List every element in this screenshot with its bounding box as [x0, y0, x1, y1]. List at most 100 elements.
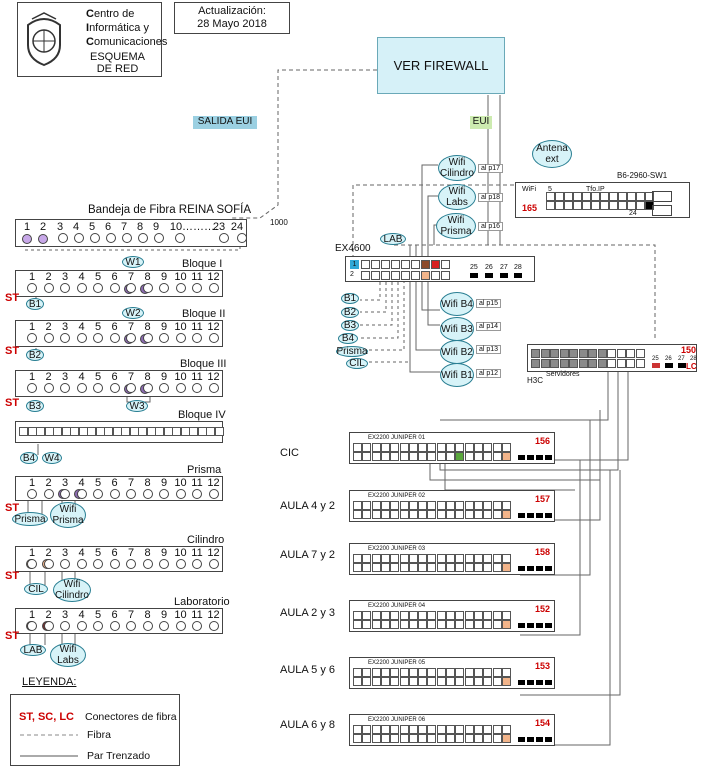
juniper-port [492, 554, 502, 563]
fiber-port [43, 383, 54, 393]
fiber-port [76, 333, 87, 343]
juniper-number: 152 [535, 604, 551, 614]
port-number: 2 [45, 547, 52, 559]
wifi-b3: Wifi B3 [440, 317, 474, 341]
juniper-port [353, 443, 362, 452]
fiber-port [60, 283, 70, 293]
bandeja-port [154, 233, 164, 243]
juniper-port [371, 452, 381, 461]
fiber-port [175, 333, 186, 343]
bandeja-port [106, 233, 116, 243]
legend-title: LEYENDA: [22, 676, 77, 688]
juniper-model: EX2200 JUNIPER 04 [368, 603, 426, 609]
juniper-port [483, 668, 493, 677]
juniper-port [446, 725, 455, 734]
juniper-number: 157 [535, 494, 551, 504]
juniper-port [483, 725, 493, 734]
b6-port [546, 192, 555, 201]
juniper-port [390, 677, 400, 686]
port-number: 2 [45, 321, 52, 333]
juniper-port [436, 677, 446, 686]
juniper-port [353, 563, 362, 572]
st-label: ST [5, 345, 20, 357]
juniper-model: EX2200 JUNIPER 02 [368, 493, 426, 499]
fiber-port [93, 489, 103, 499]
juniper-port [492, 563, 502, 572]
h3c-port [540, 349, 550, 358]
juniper-port [501, 554, 511, 563]
fiber-port [27, 621, 37, 631]
juniper-switch: EX2200 JUNIPER 02 157 [349, 490, 555, 522]
port-number: 6 [111, 477, 118, 489]
juniper-port [418, 452, 428, 461]
bandeja-port [90, 233, 100, 243]
bloque-1-local-tag: B1 [26, 298, 44, 310]
b6-port [600, 192, 609, 201]
fiber-port [27, 333, 37, 343]
fiber-port [27, 559, 37, 569]
juniper-port [399, 668, 409, 677]
laboratorio-wifi-tag: Wifi Labs [50, 643, 86, 667]
juniper-port [362, 554, 372, 563]
port-number: 12 [207, 371, 220, 383]
bandeja-port [122, 233, 132, 243]
eui-tag: EUI [470, 116, 492, 129]
juniper-port [492, 452, 502, 461]
juniper-port [427, 725, 437, 734]
juniper-port [408, 554, 418, 563]
juniper-port [455, 611, 465, 620]
bandeja-port [219, 233, 229, 243]
laboratorio-local-tag: LAB [20, 644, 46, 656]
cilindro-local-tag: CIL [24, 583, 48, 595]
update-date: 28 Mayo 2018 [197, 18, 267, 30]
ex4600-port [361, 260, 370, 269]
juniper-port [436, 510, 446, 519]
fiber-port [109, 333, 120, 343]
fiber-port [126, 559, 136, 569]
juniper-port [380, 725, 390, 734]
b6-port [609, 192, 618, 201]
juniper-port [464, 501, 474, 510]
fiber-port [159, 621, 169, 631]
juniper-port [483, 554, 493, 563]
port-number: 8 [144, 321, 151, 333]
juniper-port [446, 668, 455, 677]
bandeja-title: Bandeja de Fibra REINA SOFÍA [88, 204, 251, 216]
bandeja-port [237, 233, 247, 243]
prisma-wifi-tag: Wifi Prisma [50, 502, 86, 528]
juniper-port [408, 563, 418, 572]
juniper-uplink-port [536, 455, 543, 460]
juniper-port [464, 677, 474, 686]
juniper-port [408, 501, 418, 510]
juniper-port [436, 554, 446, 563]
h3c-port [635, 359, 645, 368]
wifi-cilindro: Wifi Cilindro [438, 155, 476, 181]
juniper-port [371, 668, 381, 677]
ex4600-client-prisma: Prisma [336, 346, 368, 357]
juniper-port [483, 443, 493, 452]
juniper-port [483, 611, 493, 620]
juniper-room-label: AULA 6 y 8 [280, 719, 336, 731]
juniper-port [473, 677, 483, 686]
juniper-port [380, 677, 390, 686]
juniper-port [436, 611, 446, 620]
juniper-number: 153 [535, 661, 551, 671]
juniper-port [408, 725, 418, 734]
juniper-port [501, 620, 511, 629]
bloque-4-title: Bloque IV [178, 409, 226, 421]
fiber-port [192, 621, 202, 631]
h3c-switch: Servidores 150 LC 25 26 27 28 [527, 344, 697, 378]
fiber-port [192, 489, 202, 499]
juniper-port [446, 677, 455, 686]
port-number: 1 [28, 609, 36, 621]
h3c-port [588, 359, 597, 368]
juniper-port [492, 677, 502, 686]
port-number: 2 [45, 609, 52, 621]
h3c-port [540, 359, 550, 368]
juniper-port [446, 452, 455, 461]
update-box: Actualización: 28 Mayo 2018 [174, 2, 290, 34]
port-number: 1 [28, 321, 36, 333]
port-number: 3 [61, 477, 69, 489]
prisma-local-tag: Prisma [12, 512, 48, 526]
juniper-port [408, 443, 418, 452]
